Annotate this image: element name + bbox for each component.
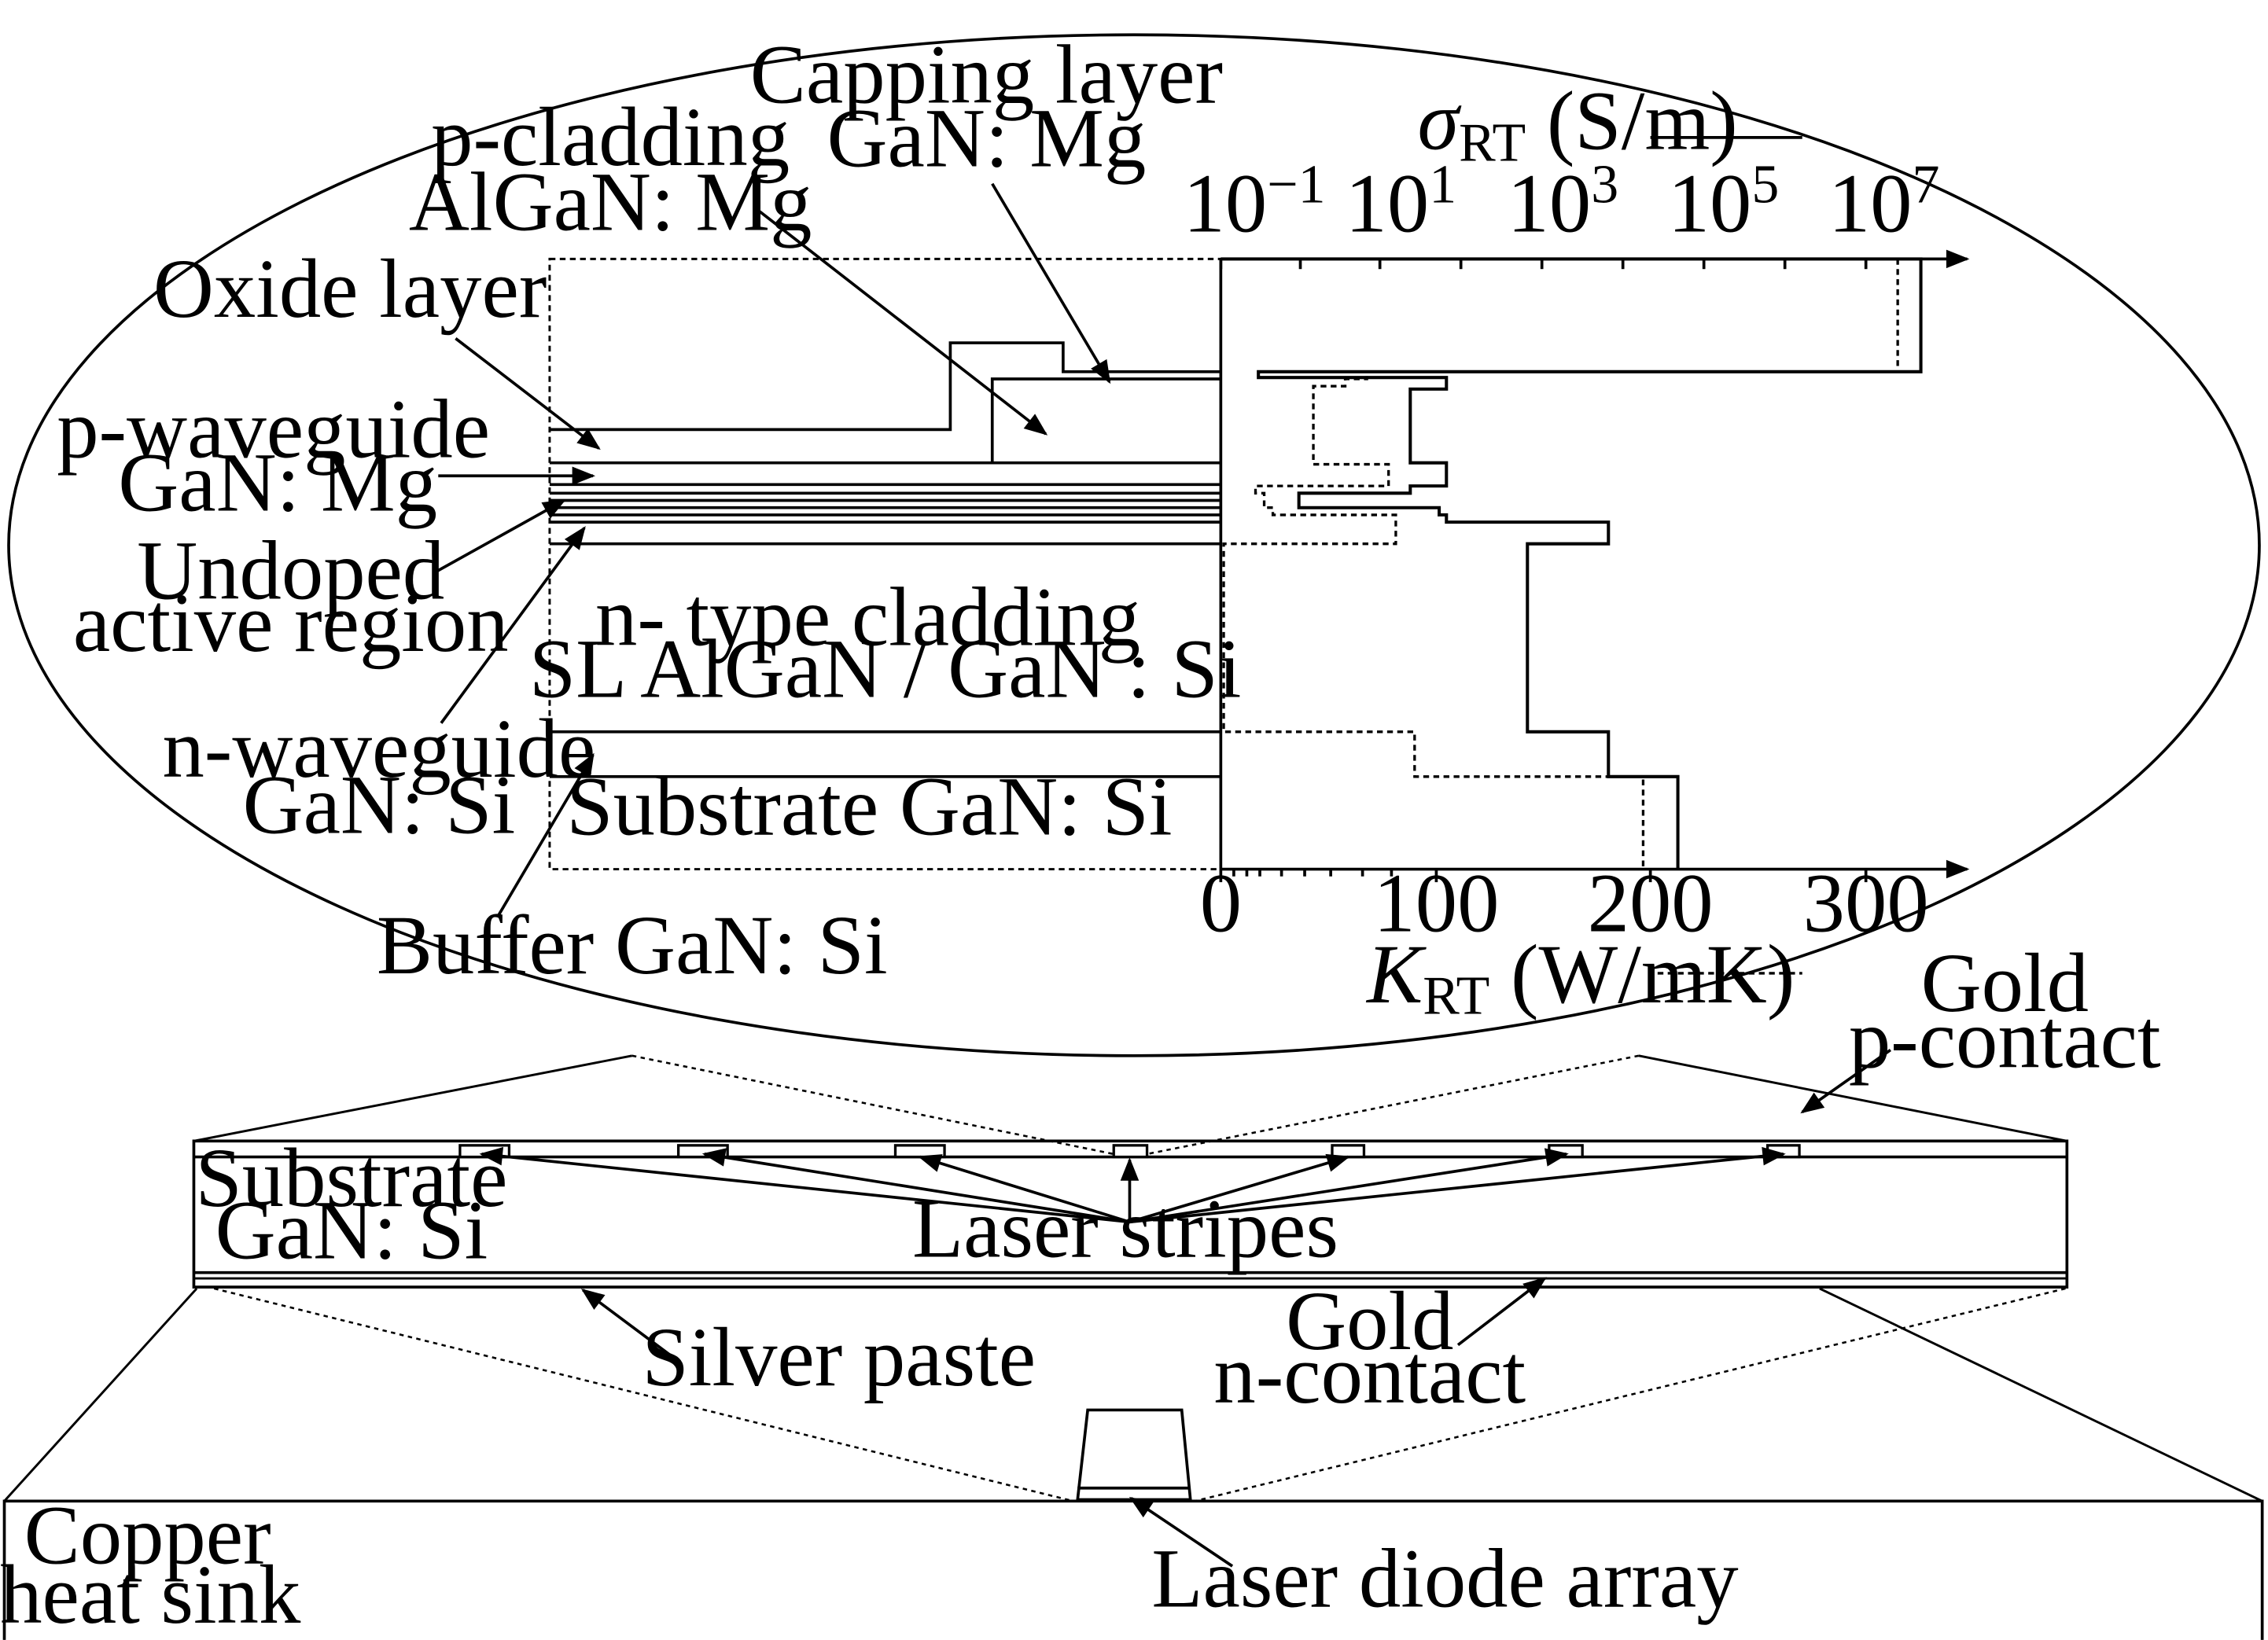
n-waveguide-label: GaN: Si [243,759,516,852]
gold-n-contact-label: n-contact [1213,1329,1526,1421]
capping-layer-label: GaN: Mg [827,93,1146,186]
capping-layer-label: Capping layer [750,29,1223,122]
zoom-lines-1 [193,1054,2067,1156]
undoped-active-label: Undoped [137,525,444,618]
upper-labels: Capping layer GaN: Mg p-cladding AlGaN: … [57,29,1241,992]
silver-paste-label: Silver paste [642,1311,1036,1404]
laser-stripe-pads [458,1144,1801,1159]
k-axis-title: KRT (W/mK) [1365,928,1795,1027]
sigma-tick-label: 105 [1668,155,1780,251]
buffer-label: Buffer GaN: Si [377,899,888,992]
p-waveguide-label: p-waveguide [57,383,490,476]
laser-diode-array-shape [1076,1408,1192,1502]
p-waveguide-label: GaN: Mg [118,436,437,529]
substrate-upper-label: Substrate GaN: Si [566,760,1172,853]
laser-stripe-arrows [479,1146,1786,1224]
k-profile-line [1222,259,1899,870]
sigma-tick-labels: 10−1 101 103 105 107 [1184,155,1940,251]
substrate-lower-label: GaN: Si [215,1184,488,1277]
gold-p-contact-label: Gold [1921,937,2089,1030]
n-waveguide-label: n-waveguide [162,703,595,796]
layer-stack [549,341,1221,778]
sigma-axis-title: σRT (S/m) [1418,75,1738,174]
copper-heat-sink-label: Copper [24,1489,271,1582]
copper-heat-sink-label: heat sink [0,1549,301,1640]
laser-stripe [893,1144,946,1159]
upper-arrows [436,182,1111,918]
sigma-axis [1219,249,1970,870]
zoom-lines-2 [3,1287,2263,1502]
zoom-ellipse [7,33,2261,1057]
bottom-labels: Copper heat sink Laser diode array [0,1489,1738,1640]
k-axis [1219,859,1970,883]
laser-stripes-label: Laser stripes [912,1182,1338,1275]
gold-p-contact-label: p-contact [1849,994,2161,1087]
oxide-layer-label: Oxide layer [153,243,547,336]
sigma-profile-line [1221,257,1923,870]
undoped-active-label: active region [73,577,509,670]
k-tick-label: 0 [1200,858,1242,951]
n-cladding-label: n- type cladding [595,571,1140,664]
laser-stripe [1112,1144,1149,1159]
laser-stripe [1331,1144,1366,1159]
k-tick-label: 100 [1373,858,1499,951]
k-tick-label: 200 [1588,858,1714,951]
heat-sink [2,1499,2264,1640]
middle-labels: Gold p-contact Substrate GaN: Si Laser s… [195,937,2160,1421]
sigma-tick-label: 10−1 [1184,155,1326,251]
k-tick-label: 300 [1803,858,1929,951]
p-cladding-label: p-cladding [431,91,790,184]
sigma-tick-label: 103 [1508,155,1619,251]
n-cladding-label: SL AlGaN / GaN : Si [529,623,1242,716]
gold-n-contact-label: Gold [1286,1275,1453,1368]
sigma-tick-label: 107 [1828,155,1940,251]
laser-diode-array-label: Laser diode array [1151,1533,1738,1626]
laser-diode-array-arrow [1128,1496,1234,1568]
middle-arrows [580,1048,1892,1364]
substrate-lower-label: Substrate [195,1132,507,1225]
sigma-tick-label: 101 [1346,155,1457,251]
k-tick-labels: 0 100 200 300 [1200,858,1929,951]
p-cladding-label: AlGaN: Mg [409,156,812,249]
